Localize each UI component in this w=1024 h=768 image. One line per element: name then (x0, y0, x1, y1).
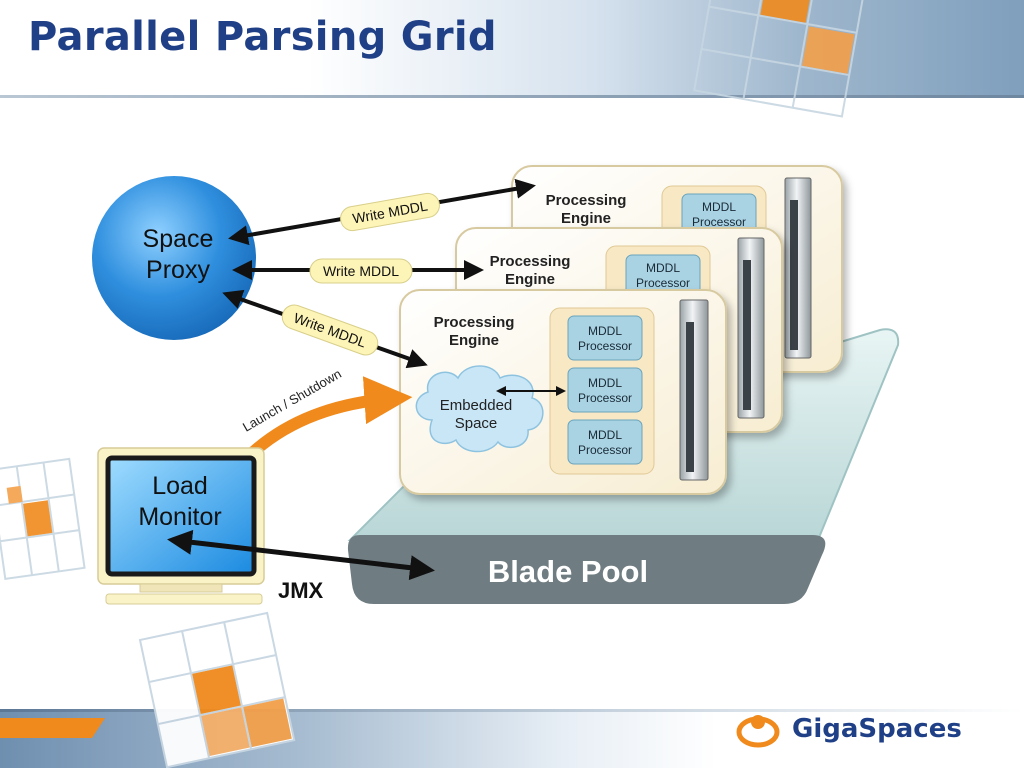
header-divider (0, 95, 1024, 98)
processing-engine-title: Processing (490, 253, 571, 270)
space-proxy-label: Space (143, 225, 214, 253)
slide-title: Parallel Parsing Grid (28, 14, 497, 60)
write-arrow-middle: Write MDDL (232, 258, 484, 284)
decorative-cube-bottom (138, 611, 296, 768)
mddl-processor-2: MDDL Processor (567, 367, 643, 413)
space-proxy-sphere: Space Proxy (92, 176, 256, 340)
blade-server-icon (679, 299, 709, 481)
processing-engine-subtitle: Engine (449, 332, 499, 349)
mddl-processor-1: MDDL Processor (567, 315, 643, 361)
embedded-space-sublabel: Space (455, 415, 498, 432)
blade-pool-label: Blade Pool (488, 554, 648, 589)
mddl-processor-sublabel: Processor (692, 215, 746, 229)
mddl-processor-label: MDDL (588, 324, 622, 338)
decorative-cube-left (0, 457, 86, 581)
mddl-processor-label: MDDL (702, 200, 736, 214)
mddl-processor-label: MDDL (646, 261, 680, 275)
processing-engine-title: Processing (434, 314, 515, 331)
mddl-processor-sublabel: Processor (578, 339, 632, 353)
decorative-footer-stripe (0, 718, 105, 738)
mddl-processor-sublabel: Processor (636, 276, 690, 290)
footer-divider (0, 709, 1024, 712)
mddl-processor-sublabel: Processor (578, 391, 632, 405)
processing-engine-title: Processing (546, 192, 627, 209)
space-proxy-sublabel: Proxy (146, 256, 210, 284)
mddl-processor-3: MDDL Processor (567, 419, 643, 465)
mddl-processor-sublabel: Processor (578, 443, 632, 457)
jmx-label: JMX (278, 578, 324, 603)
decorative-cube-top-right (693, 0, 866, 118)
write-label-middle: Write MDDL (323, 263, 399, 279)
load-monitor-sublabel: Monitor (138, 503, 221, 531)
mddl-processor-label: MDDL (588, 376, 622, 390)
load-monitor-label: Load (152, 472, 208, 500)
mddl-processor-label: MDDL (588, 428, 622, 442)
embedded-space-label: Embedded (440, 397, 513, 414)
embedded-space-cloud: Embedded Space (415, 365, 544, 453)
gigaspaces-logo-icon (736, 715, 780, 748)
write-arrow-top: Write MDDL (228, 178, 536, 246)
processing-engine-subtitle: Engine (561, 210, 611, 227)
processing-engine-front: Processing Engine MDDL Processor MDDL Pr… (399, 289, 727, 495)
jmx-arrow: JMX (167, 529, 435, 603)
blade-pool: Blade Pool (347, 535, 826, 604)
blade-server-icon (784, 177, 812, 359)
write-arrow-bottom: Write MDDL (222, 289, 428, 369)
load-monitor: Load Monitor (97, 447, 265, 605)
gigaspaces-logo: GigaSpaces (736, 708, 962, 752)
processing-engine-subtitle: Engine (505, 271, 555, 288)
gigaspaces-logo-text: GigaSpaces (792, 714, 962, 744)
blade-server-icon (737, 237, 765, 419)
